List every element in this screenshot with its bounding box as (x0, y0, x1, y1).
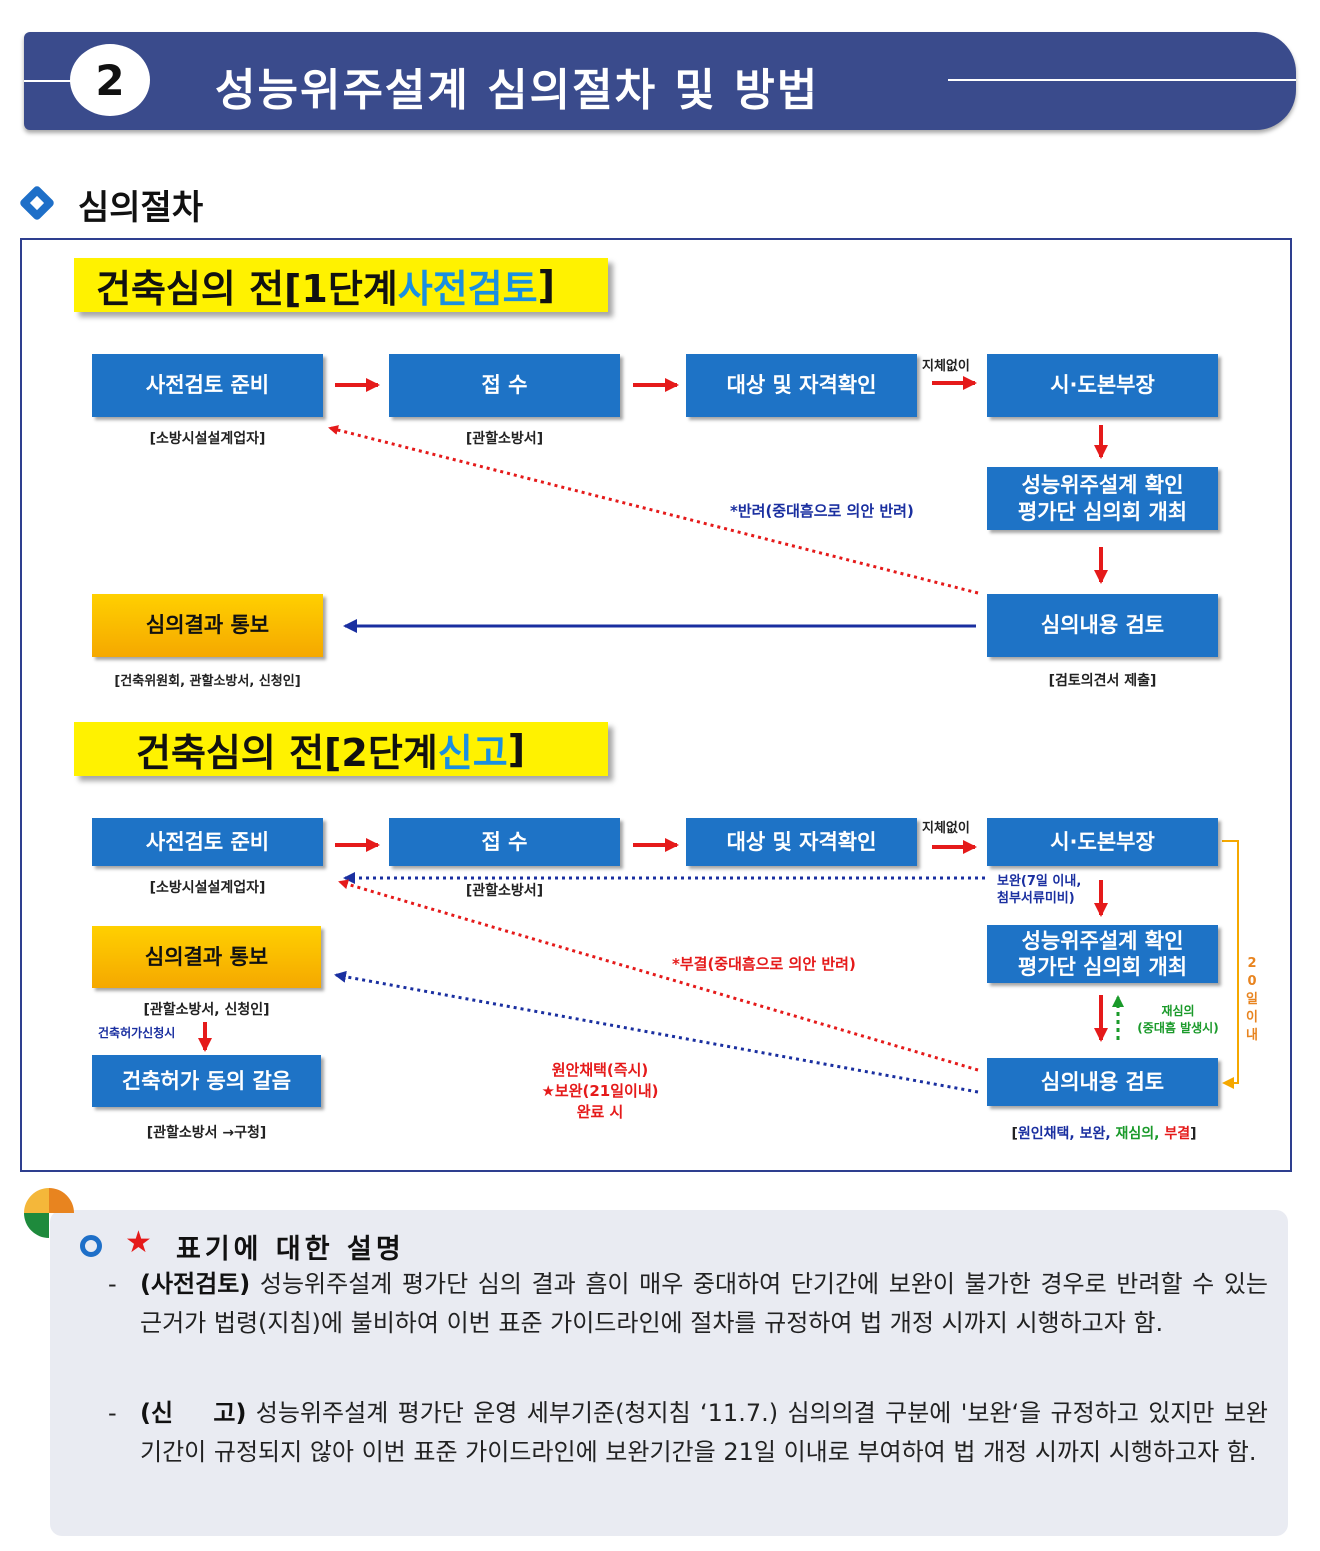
stage1-banner: 건축심의 전[1단계 사전검토] (74, 258, 608, 312)
s2-caption-receipt: [관할소방서] (465, 883, 544, 899)
s1-caption-prep: [소방시설설계업자] (149, 431, 266, 447)
item-text: 성능위주설계 평가단 심의 결과 흠이 매우 중대하여 단기간에 보완이 불가한… (140, 1270, 1268, 1337)
s2-supplement-line1: 보완(7일 이내, (997, 874, 1082, 889)
explanation-title: 표기에 대한 설명 (176, 1234, 405, 1265)
s2-box-hq: 시·도본부장 (987, 818, 1218, 866)
s1-caption-content: [검토의견서 제출] (1048, 673, 1157, 689)
s1-label-no-delay: 지체없이 (922, 359, 970, 374)
banner-rule-right (948, 79, 1296, 81)
stage2-title-highlight: 신고 (437, 730, 508, 775)
s2-result-b: 재심의, (1115, 1126, 1165, 1142)
s2-supplement-line2: 첨부서류미비) (997, 891, 1075, 906)
s2-label-rereview: 재심의 (중대흠 발생시) (1128, 1003, 1228, 1037)
s1-box-check: 대상 및 자격확인 (686, 354, 917, 417)
banner-rule-left (24, 80, 84, 82)
flow-diagram-frame (20, 238, 1292, 1172)
s2-box-content: 심의내용 검토 (987, 1058, 1218, 1106)
section-number-badge: 2 (70, 44, 150, 116)
s2-result-open: [ (1011, 1126, 1018, 1142)
s2-label-adopt: 원안채택(즉시) ★보완(21일이내) 완료 시 (520, 1060, 680, 1123)
s2-caption-prep: [소방시설설계업자] (149, 880, 266, 896)
s2-rereview-line1: 재심의 (1161, 1004, 1195, 1018)
s2-result-a: 원인채택, 보완, (1017, 1126, 1116, 1142)
item-lead: (사전검토) (140, 1270, 251, 1298)
s2-box-review: 성능위주설계 확인 평가단 심의회 개최 (987, 925, 1218, 983)
s2-adopt-line3: 완료 시 (576, 1103, 624, 1121)
s2-result-c: 부결 (1164, 1126, 1191, 1142)
stage2-title-suffix: ] (507, 727, 526, 771)
header-banner (24, 32, 1296, 130)
s2-box-check: 대상 및 자격확인 (686, 818, 917, 866)
item-text: 성능위주설계 평가단 운영 세부기준(청지침 ‘11.7.) 심의의결 구분에 … (140, 1399, 1268, 1466)
stage2-title-prefix: 건축심의 전[2단계 (136, 730, 438, 775)
stage1-title-suffix: ] (537, 263, 555, 307)
ring-bullet-icon (80, 1235, 102, 1257)
s2-box-notice: 심의결과 통보 (92, 926, 321, 988)
s1-box-hq: 시·도본부장 (987, 354, 1218, 417)
s1-review-line1: 성능위주설계 확인 (1021, 473, 1184, 498)
s1-review-line2: 평가단 심의회 개최 (1017, 499, 1188, 524)
s1-box-prep: 사전검토 준비 (92, 354, 323, 417)
s1-caption-receipt: [관할소방서] (465, 431, 544, 447)
s1-box-review: 성능위주설계 확인 평가단 심의회 개최 (987, 467, 1218, 530)
s2-caption-notice: [관할소방서, 신청인] (143, 1002, 270, 1018)
s2-result-close: ] (1190, 1126, 1197, 1142)
s1-box-receipt: 접 수 (389, 354, 620, 417)
s2-label-no-delay: 지체없이 (922, 821, 970, 836)
s2-box-permit: 건축허가 동의 갈음 (92, 1055, 321, 1107)
s2-adopt-line1: 원안채택(즉시) (551, 1061, 649, 1079)
s2-label-within-20-days: 20일이내 (1246, 956, 1258, 1043)
s2-label-permit-apply: 건축허가신청시 (98, 1026, 176, 1040)
s1-label-reject: *반려(중대흠으로 의안 반려) (730, 502, 914, 520)
s2-caption-permit: [관할소방서 →구청] (146, 1125, 267, 1141)
stage1-title-prefix: 건축심의 전[1단계 (96, 266, 398, 311)
s2-review-line1: 성능위주설계 확인 (1021, 928, 1184, 953)
page-title: 성능위주설계 심의절차 및 방법 (215, 65, 820, 116)
item-lead: (신 고) (140, 1399, 247, 1427)
stage1-title-highlight: 사전검토 (397, 266, 538, 311)
s2-caption-content: [원인채택, 보완, 재심의, 부결] (984, 1123, 1224, 1143)
item-dash: - (108, 1399, 117, 1427)
stage2-banner: 건축심의 전[2단계 신고] (74, 722, 608, 776)
explanation-panel (50, 1210, 1288, 1536)
s2-box-receipt: 접 수 (389, 818, 620, 866)
explanation-item-report: - (신 고) 성능위주설계 평가단 운영 세부기준(청지침 ‘11.7.) 심… (108, 1394, 1268, 1472)
s2-adopt-line2: ★보완(21일이내) (541, 1082, 659, 1100)
s1-caption-notice: [건축위원회, 관할소방서, 신청인] (114, 674, 301, 689)
s2-rereview-line2: (중대흠 발생시) (1137, 1021, 1219, 1035)
s2-box-prep: 사전검토 준비 (92, 818, 323, 866)
s1-box-content: 심의내용 검토 (987, 594, 1218, 657)
s2-review-line2: 평가단 심의회 개최 (1017, 955, 1188, 979)
item-dash: - (108, 1270, 117, 1298)
s2-label-supplement: 보완(7일 이내, 첨부서류미비) (997, 873, 1081, 907)
s2-label-reject: *부결(중대흠으로 의안 반려) (672, 955, 856, 973)
explanation-item-pre-review: - (사전검토) 성능위주설계 평가단 심의 결과 흠이 매우 중대하여 단기간… (108, 1265, 1268, 1343)
section-title: 심의절차 (78, 188, 204, 228)
s1-box-notice: 심의결과 통보 (92, 594, 323, 657)
star-icon: ★ (125, 1225, 152, 1260)
